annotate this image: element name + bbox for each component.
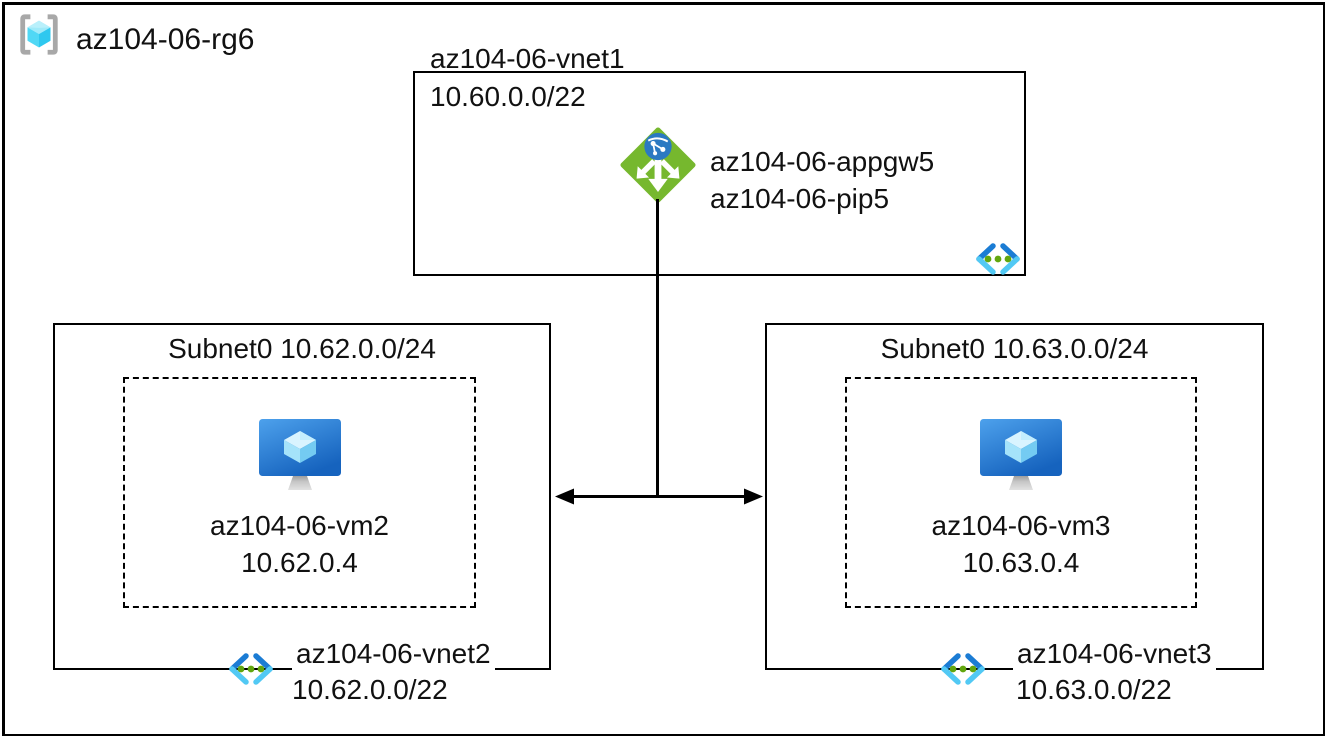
virtual-network-icon xyxy=(939,652,987,686)
appgw-name-label: az104-06-appgw5 xyxy=(710,146,935,177)
virtual-network-icon xyxy=(227,652,275,686)
resource-group-label: az104-06-rg6 xyxy=(76,23,255,56)
application-gateway-icon xyxy=(619,126,697,204)
vnet3-box: Subnet0 10.63.0.0/24 xyxy=(765,323,1264,670)
vm3-ip: 10.63.0.4 xyxy=(962,547,1080,578)
vnet2-subnet-label: Subnet0 10.62.0.0/24 xyxy=(168,333,436,364)
virtual-machine-icon xyxy=(979,418,1063,492)
vnet3-cidr: 10.63.0.0/22 xyxy=(1016,674,1172,705)
pip-name-label: az104-06-pip5 xyxy=(710,183,890,214)
vnet2-subnet-dashed-box: az104-06-vm2 10.62.0.4 xyxy=(123,377,476,608)
vnet1-name: az104-06-vnet1 xyxy=(430,43,625,74)
virtual-machine-icon xyxy=(258,418,342,492)
vm2-ip: 10.62.0.4 xyxy=(241,547,358,578)
vnet2-cidr: 10.62.0.0/22 xyxy=(292,674,448,705)
vnet2-box: Subnet0 10.62.0.0/24 xyxy=(53,323,551,670)
vm2-name: az104-06-vm2 xyxy=(210,510,389,541)
vnet3-subnet-label: Subnet0 10.63.0.0/24 xyxy=(880,333,1149,364)
resource-group-icon xyxy=(16,12,62,58)
vnet3-subnet-dashed-box: az104-06-vm3 10.63.0.4 xyxy=(845,377,1197,608)
vnet1-box xyxy=(413,71,1026,276)
vm3-name: az104-06-vm3 xyxy=(931,510,1111,541)
vnet3-name: az104-06-vnet3 xyxy=(1013,638,1216,671)
virtual-network-icon xyxy=(974,242,1022,276)
vnet1-cidr: 10.60.0.0/22 xyxy=(430,81,586,112)
vnet2-name: az104-06-vnet2 xyxy=(292,638,495,671)
